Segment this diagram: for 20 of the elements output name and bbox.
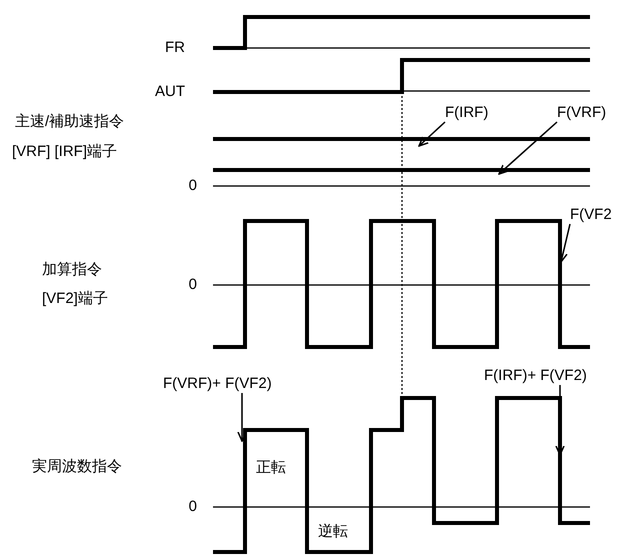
leader-line (418, 121, 446, 147)
callout-label: F(VRF) (557, 104, 606, 122)
zero-level-label: 0 (188, 177, 197, 195)
signal-name: 実周波数指令 (32, 458, 122, 476)
signal-name: FR (165, 39, 185, 57)
callout-label: F(IRF)+ F(VF2) (484, 367, 587, 385)
zero-level-label: 0 (188, 276, 197, 294)
leader-line (555, 385, 565, 456)
callout-label: F(IRF) (445, 104, 488, 122)
region-label: 逆転 (318, 523, 348, 541)
signal-name: 主速/補助速指令 (15, 113, 124, 131)
signal-name: 加算指令 (42, 261, 102, 279)
signal-name: [VF2]端子 (42, 290, 108, 308)
callout-label: F(VRF)+ F(VF2) (163, 375, 272, 393)
signal-name: [VRF] [IRF]端子 (12, 143, 117, 161)
callout-label: F(VF2 (570, 206, 612, 224)
zero-level-label: 0 (188, 498, 197, 516)
region-label: 正転 (256, 459, 286, 477)
leader-line (498, 121, 558, 175)
signal-name: AUT (155, 83, 185, 101)
